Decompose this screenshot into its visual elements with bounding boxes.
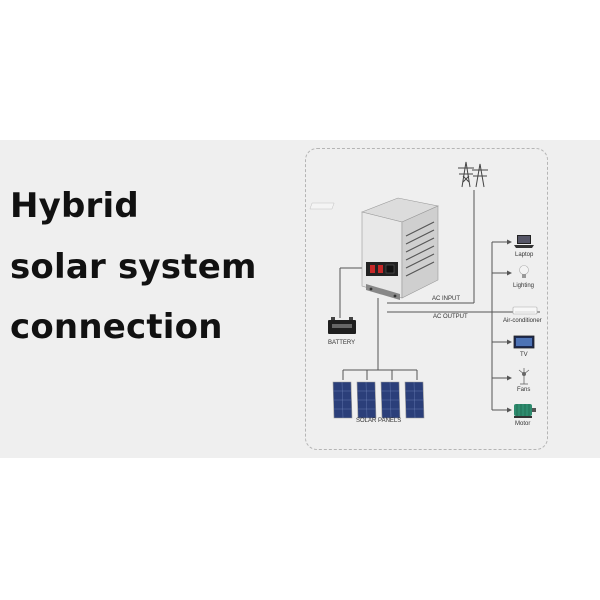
background-band [0,140,600,458]
tv-icon [513,335,535,349]
title-line-3: connection [10,307,223,347]
title-line-1: Hybrid [10,186,139,226]
battery-icon [328,317,356,334]
solar-panels-label: SOLAR PANELS [356,418,401,424]
inverter-icon [309,197,439,300]
load-label-tv: TV [520,352,528,358]
power-tower-icon [458,161,488,188]
diagram-frame [305,148,548,450]
title-line-2: solar system [10,247,257,287]
load-label-laptop: Laptop [515,252,534,258]
load-label-air-conditioner: Air-conditioner [503,318,542,324]
fan-icon [518,368,530,385]
ac-input-label: AC INPUT [432,296,460,302]
ac-output-label: AC OUTPUT [433,314,468,320]
motor-icon [514,404,536,418]
lighting-icon [519,265,529,278]
solar-panels-icon [332,381,425,419]
load-label-fans: Fans [517,387,530,393]
load-label-motor: Motor [515,421,530,427]
battery-label: BATTERY [328,340,355,346]
air-conditioner-icon [512,306,538,315]
load-label-lighting: Lighting [513,283,534,289]
laptop-icon [514,235,534,248]
